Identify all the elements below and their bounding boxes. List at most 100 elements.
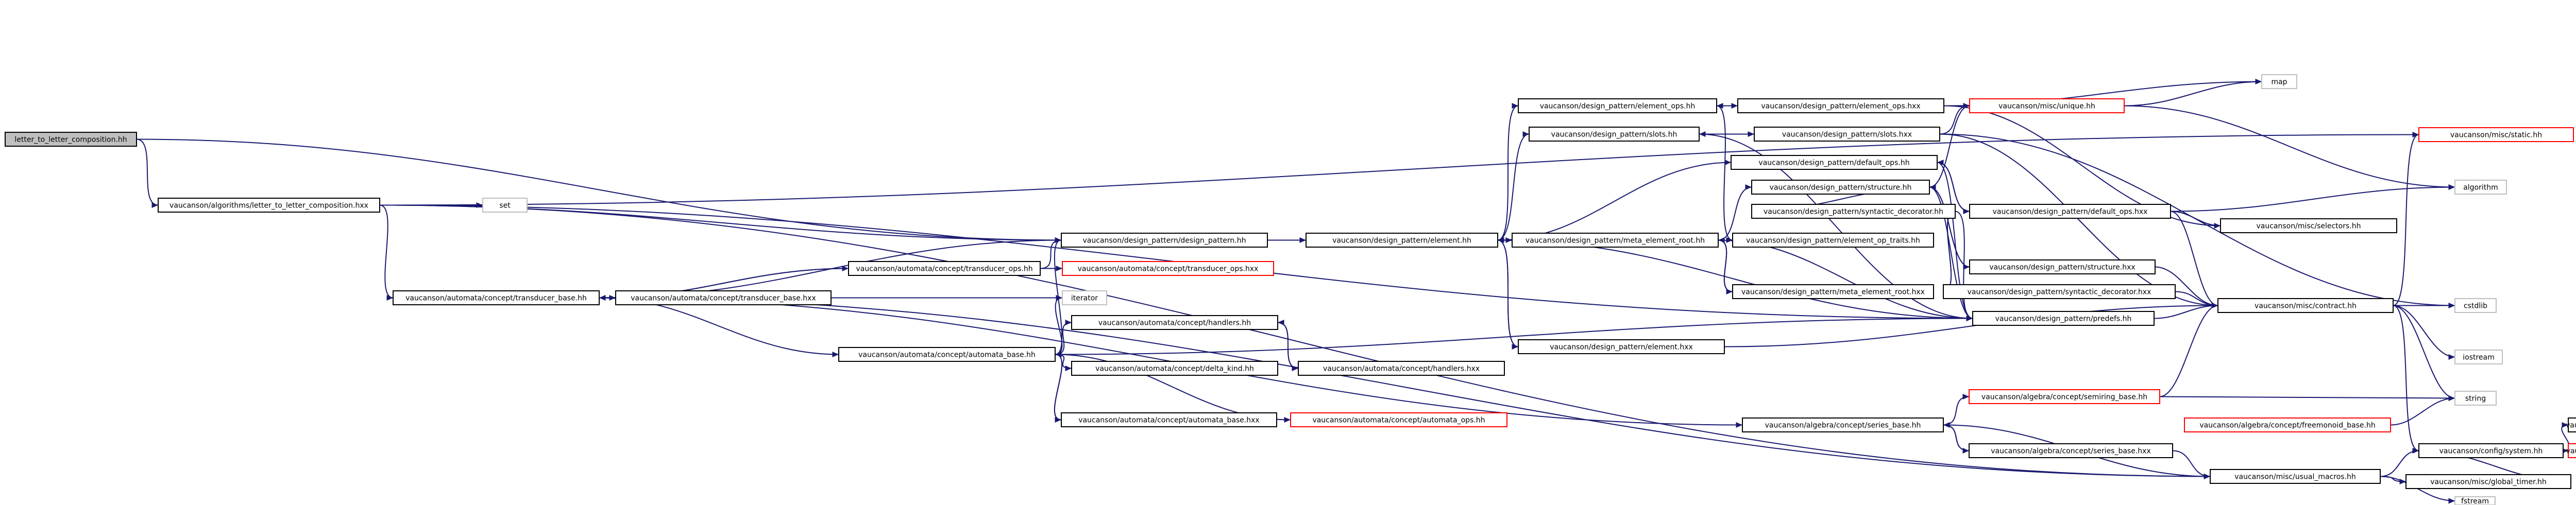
node-box[interactable] xyxy=(1969,389,2160,404)
node-map[interactable]: map xyxy=(2261,74,2297,89)
node-vaucanson-design-pattern-meta-element-root-hh[interactable]: vaucanson/design_pattern/meta_element_ro… xyxy=(1512,233,1719,248)
node-vaucanson-config-math-hh[interactable]: vaucanson/config/math.hh xyxy=(2566,443,2576,458)
node-box[interactable] xyxy=(5,132,137,147)
node-vaucanson-misc-usual-macros-hh[interactable]: vaucanson/misc/usual_macros.hh xyxy=(2210,469,2381,484)
node-box[interactable] xyxy=(2418,443,2564,458)
node-box[interactable] xyxy=(848,261,1041,276)
node-vaucanson-algebra-concept-freemonoid-base-hh[interactable]: vaucanson/algebra/concept/freemonoid_bas… xyxy=(2184,417,2391,432)
node-box[interactable] xyxy=(1969,259,2156,274)
node-box[interactable] xyxy=(1751,180,1930,195)
node-box[interactable] xyxy=(1298,361,1505,376)
node-vaucanson-config-pconf-hh[interactable]: vaucanson/config/pconf.hh xyxy=(2566,417,2576,432)
node-box[interactable] xyxy=(1969,204,2171,219)
node-box[interactable] xyxy=(2220,218,2397,233)
node-box[interactable] xyxy=(1071,361,1278,376)
node-vaucanson-design-pattern-syntactic-decorator-hh[interactable]: vaucanson/design_pattern/syntactic_decor… xyxy=(1751,204,1956,219)
node-box[interactable] xyxy=(2418,127,2574,142)
node-vaucanson-misc-contract-hh[interactable]: vaucanson/misc/contract.hh xyxy=(2217,298,2394,313)
node-box[interactable] xyxy=(1518,98,1717,113)
node-box[interactable] xyxy=(482,198,528,213)
node-vaucanson-automata-concept-automata-ops-hh[interactable]: vaucanson/automata/concept/automata_ops.… xyxy=(1290,412,1507,427)
node-box[interactable] xyxy=(1518,339,1725,354)
node-vaucanson-design-pattern-slots-hh[interactable]: vaucanson/design_pattern/slots.hh xyxy=(1529,127,1700,142)
node-vaucanson-automata-concept-automata-base-hh[interactable]: vaucanson/automata/concept/automata_base… xyxy=(838,347,1056,362)
node-box[interactable] xyxy=(158,198,380,213)
node-iterator[interactable]: iterator xyxy=(1062,290,1107,305)
node-vaucanson-misc-global-timer-hh[interactable]: vaucanson/misc/global_timer.hh xyxy=(2405,474,2571,489)
node-vaucanson-automata-concept-delta-kind-hh[interactable]: vaucanson/automata/concept/delta_kind.hh xyxy=(1071,361,1278,376)
node-vaucanson-config-system-hh[interactable]: vaucanson/config/system.hh xyxy=(2418,443,2564,458)
node-box[interactable] xyxy=(1742,417,1944,432)
node-vaucanson-design-pattern-predefs-hh[interactable]: vaucanson/design_pattern/predefs.hh xyxy=(1972,311,2155,326)
node-iostream[interactable]: iostream xyxy=(2454,350,2503,364)
node-vaucanson-design-pattern-element-ops-hxx[interactable]: vaucanson/design_pattern/element_ops.hxx xyxy=(1737,98,1944,113)
node-vaucanson-automata-concept-transducer-base-hh[interactable]: vaucanson/automata/concept/transducer_ba… xyxy=(393,290,600,305)
node-box[interactable] xyxy=(1969,443,2173,458)
node-box[interactable] xyxy=(2568,443,2576,458)
node-vaucanson-design-pattern-design-pattern-hh[interactable]: vaucanson/design_pattern/design_pattern.… xyxy=(1061,233,1268,248)
node-vaucanson-design-pattern-syntactic-decorator-hxx[interactable]: vaucanson/design_pattern/syntactic_decor… xyxy=(1943,284,2176,299)
node-vaucanson-design-pattern-structure-hxx[interactable]: vaucanson/design_pattern/structure.hxx xyxy=(1969,259,2156,274)
node-box[interactable] xyxy=(2454,496,2496,505)
node-vaucanson-algorithms-letter-to-letter-composition-hxx[interactable]: vaucanson/algorithms/letter_to_letter_co… xyxy=(158,198,380,213)
node-box[interactable] xyxy=(1062,290,1107,305)
node-vaucanson-automata-concept-handlers-hh[interactable]: vaucanson/automata/concept/handlers.hh xyxy=(1071,315,1278,330)
node-box[interactable] xyxy=(1732,284,1934,299)
node-box[interactable] xyxy=(1061,233,1268,248)
node-box[interactable] xyxy=(393,290,600,305)
node-letter-to-letter-composition-hh[interactable]: letter_to_letter_composition.hh xyxy=(5,132,137,147)
node-box[interactable] xyxy=(838,347,1056,362)
node-algorithm[interactable]: algorithm xyxy=(2454,180,2507,195)
node-box[interactable] xyxy=(2217,298,2394,313)
node-vaucanson-misc-unique-hh[interactable]: vaucanson/misc/unique.hh xyxy=(1969,98,2125,113)
node-vaucanson-misc-static-hh[interactable]: vaucanson/misc/static.hh xyxy=(2418,127,2574,142)
node-box[interactable] xyxy=(2184,417,2391,432)
node-vaucanson-algebra-concept-series-base-hxx[interactable]: vaucanson/algebra/concept/series_base.hx… xyxy=(1969,443,2173,458)
node-box[interactable] xyxy=(1731,155,1938,170)
node-box[interactable] xyxy=(2568,417,2576,432)
node-vaucanson-automata-concept-transducer-base-hxx[interactable]: vaucanson/automata/concept/transducer_ba… xyxy=(615,290,832,305)
node-box[interactable] xyxy=(2210,469,2381,484)
node-box[interactable] xyxy=(615,290,832,305)
node-vaucanson-design-pattern-meta-element-root-hxx[interactable]: vaucanson/design_pattern/meta_element_ro… xyxy=(1732,284,1934,299)
node-vaucanson-design-pattern-element-op-traits-hh[interactable]: vaucanson/design_pattern/element_op_trai… xyxy=(1732,233,1934,248)
node-vaucanson-design-pattern-element-hh[interactable]: vaucanson/design_pattern/element.hh xyxy=(1306,233,1498,248)
node-box[interactable] xyxy=(1290,412,1507,427)
node-box[interactable] xyxy=(2454,298,2497,313)
node-box[interactable] xyxy=(1943,284,2176,299)
node-vaucanson-design-pattern-element-ops-hh[interactable]: vaucanson/design_pattern/element_ops.hh xyxy=(1518,98,1717,113)
node-box[interactable] xyxy=(2261,74,2297,89)
node-box[interactable] xyxy=(2454,350,2503,364)
node-box[interactable] xyxy=(1071,315,1278,330)
node-set[interactable]: set xyxy=(482,198,528,213)
node-vaucanson-design-pattern-structure-hh[interactable]: vaucanson/design_pattern/structure.hh xyxy=(1751,180,1930,195)
node-box[interactable] xyxy=(1751,204,1956,219)
node-string[interactable]: string xyxy=(2454,391,2497,406)
node-vaucanson-automata-concept-handlers-hxx[interactable]: vaucanson/automata/concept/handlers.hxx xyxy=(1298,361,1505,376)
node-vaucanson-design-pattern-default-ops-hxx[interactable]: vaucanson/design_pattern/default_ops.hxx xyxy=(1969,204,2171,219)
node-box[interactable] xyxy=(1306,233,1498,248)
node-cstdlib[interactable]: cstdlib xyxy=(2454,298,2497,313)
node-box[interactable] xyxy=(1737,98,1944,113)
node-vaucanson-design-pattern-default-ops-hh[interactable]: vaucanson/design_pattern/default_ops.hh xyxy=(1731,155,1938,170)
node-vaucanson-algebra-concept-series-base-hh[interactable]: vaucanson/algebra/concept/series_base.hh xyxy=(1742,417,1944,432)
node-box[interactable] xyxy=(1969,98,2125,113)
node-fstream[interactable]: fstream xyxy=(2454,496,2496,505)
node-vaucanson-automata-concept-transducer-ops-hh[interactable]: vaucanson/automata/concept/transducer_op… xyxy=(848,261,1041,276)
node-vaucanson-misc-selectors-hh[interactable]: vaucanson/misc/selectors.hh xyxy=(2220,218,2397,233)
node-box[interactable] xyxy=(2405,474,2571,489)
node-vaucanson-automata-concept-automata-base-hxx[interactable]: vaucanson/automata/concept/automata_base… xyxy=(1061,412,1277,427)
node-box[interactable] xyxy=(1754,127,1940,142)
node-box[interactable] xyxy=(1732,233,1934,248)
node-vaucanson-automata-concept-transducer-ops-hxx[interactable]: vaucanson/automata/concept/transducer_op… xyxy=(1062,261,1274,276)
node-box[interactable] xyxy=(1062,261,1274,276)
node-box[interactable] xyxy=(1972,311,2155,326)
node-vaucanson-algebra-concept-semiring-base-hh[interactable]: vaucanson/algebra/concept/semiring_base.… xyxy=(1969,389,2160,404)
node-box[interactable] xyxy=(1061,412,1277,427)
node-box[interactable] xyxy=(2454,391,2497,406)
node-box[interactable] xyxy=(2454,180,2507,195)
node-box[interactable] xyxy=(1529,127,1700,142)
node-vaucanson-design-pattern-element-hxx[interactable]: vaucanson/design_pattern/element.hxx xyxy=(1518,339,1725,354)
node-vaucanson-design-pattern-slots-hxx[interactable]: vaucanson/design_pattern/slots.hxx xyxy=(1754,127,1940,142)
node-box[interactable] xyxy=(1512,233,1719,248)
